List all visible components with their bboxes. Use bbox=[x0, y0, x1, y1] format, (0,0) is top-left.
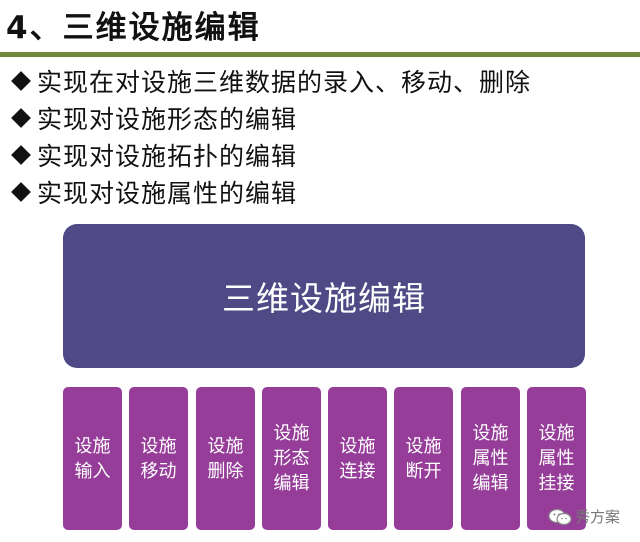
diamond-bullet-icon bbox=[11, 70, 31, 91]
watermark: 秀方案 bbox=[548, 506, 620, 527]
child-node-label: 设施输入 bbox=[74, 435, 111, 482]
diamond-bullet-icon bbox=[11, 181, 31, 202]
child-node-label: 设施属性编辑 bbox=[472, 423, 509, 494]
child-node-label: 设施删除 bbox=[207, 435, 244, 482]
bullet-item: 实现对设施拓扑的编辑 bbox=[6, 136, 640, 173]
child-node: 设施断开 bbox=[394, 387, 453, 530]
bullet-item: 实现对设施属性的编辑 bbox=[6, 173, 640, 210]
diamond-bullet-icon bbox=[11, 107, 31, 128]
child-node-label: 设施连接 bbox=[339, 435, 376, 482]
child-node-label: 设施属性挂接 bbox=[538, 423, 575, 494]
bullet-list: 实现在对设施三维数据的录入、移动、删除 实现对设施形态的编辑 实现对设施拓扑的编… bbox=[6, 62, 640, 210]
bullet-item: 实现对设施形态的编辑 bbox=[6, 99, 640, 136]
child-node: 设施输入 bbox=[63, 387, 122, 530]
root-node-label: 三维设施编辑 bbox=[222, 279, 426, 318]
bullet-item: 实现在对设施三维数据的录入、移动、删除 bbox=[6, 62, 640, 99]
title-divider bbox=[0, 52, 640, 57]
root-node: 三维设施编辑 bbox=[63, 224, 585, 368]
child-node-label: 设施移动 bbox=[140, 435, 177, 482]
watermark-text: 秀方案 bbox=[575, 508, 621, 526]
slide-title: 4、三维设施编辑 bbox=[6, 10, 261, 46]
child-node: 设施属性编辑 bbox=[461, 387, 520, 530]
child-node: 设施属性挂接 bbox=[527, 387, 586, 530]
child-node: 设施删除 bbox=[196, 387, 255, 530]
bullet-text: 实现对设施拓扑的编辑 bbox=[37, 141, 298, 171]
child-node: 设施连接 bbox=[328, 387, 387, 530]
child-node: 设施形态编辑 bbox=[262, 387, 321, 530]
bullet-text: 实现对设施属性的编辑 bbox=[37, 178, 298, 208]
bullet-text: 实现在对设施三维数据的录入、移动、删除 bbox=[37, 67, 532, 97]
child-node-label: 设施形态编辑 bbox=[273, 423, 310, 494]
wechat-icon bbox=[548, 508, 572, 525]
child-node-label: 设施断开 bbox=[405, 435, 442, 482]
diamond-bullet-icon bbox=[11, 144, 31, 165]
child-node: 设施移动 bbox=[129, 387, 188, 530]
bullet-text: 实现对设施形态的编辑 bbox=[37, 104, 298, 134]
